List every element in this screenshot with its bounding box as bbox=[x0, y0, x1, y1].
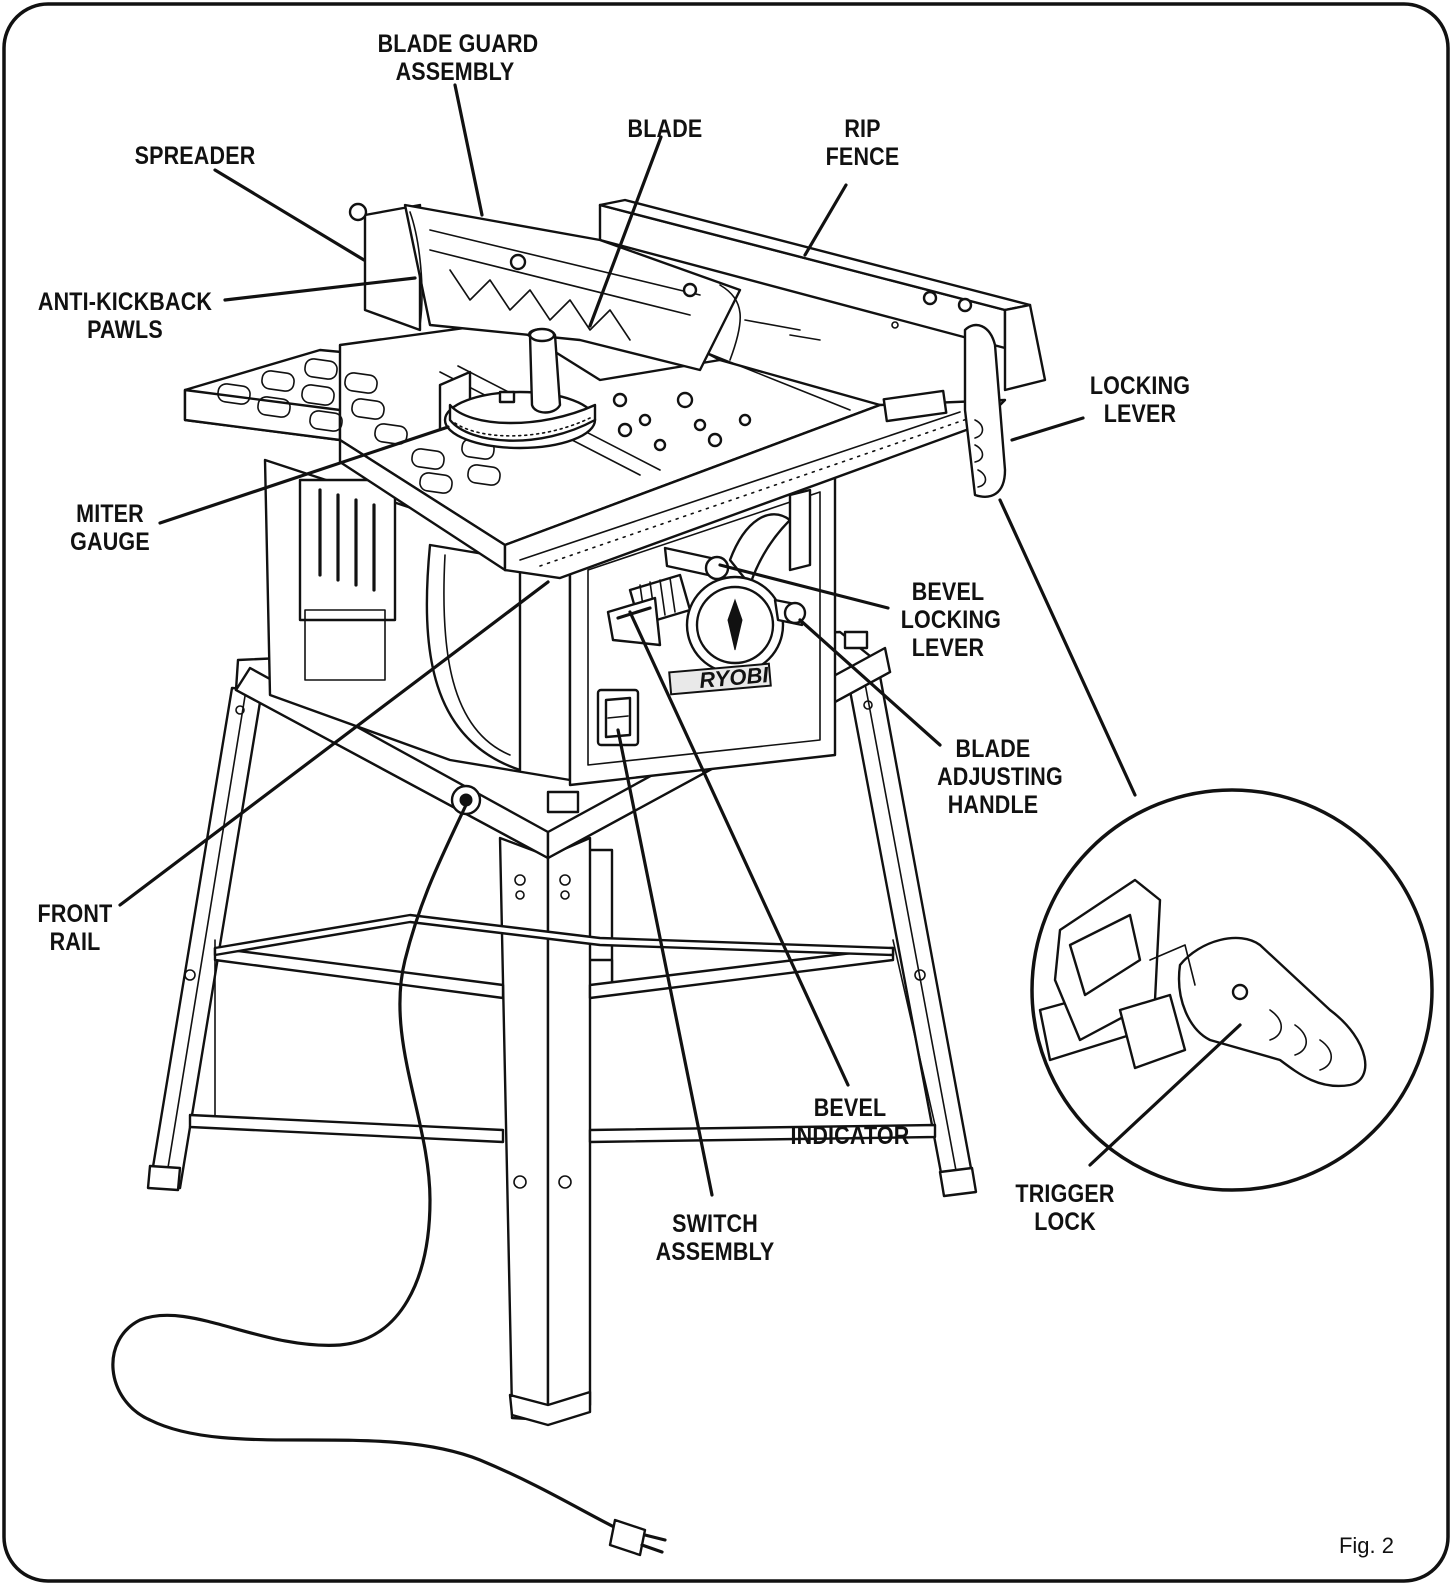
callout-trigger-lock: TRIGGER LOCK bbox=[1009, 1180, 1121, 1236]
callout-locking-lever: LOCKING LEVER bbox=[1084, 372, 1196, 428]
callout-text: RAIL bbox=[49, 928, 101, 956]
callout-text: LEVER bbox=[911, 634, 985, 662]
callout-blade: BLADE bbox=[618, 115, 713, 143]
callout-text: SPREADER bbox=[134, 142, 256, 170]
callout-text: BLADE bbox=[627, 115, 703, 143]
callout-text: RIP bbox=[844, 115, 881, 143]
power-cord bbox=[111, 803, 667, 1557]
callout-rip-fence: RIP FENCE bbox=[822, 115, 904, 171]
callout-text: PAWLS bbox=[87, 316, 163, 344]
callout-text: BEVEL bbox=[911, 578, 985, 606]
figure-number: Fig. 2 bbox=[1338, 1533, 1394, 1558]
callout-bevel-locking-lever: BEVEL LOCKING LEVER bbox=[900, 578, 1002, 662]
callout-text: BEVEL bbox=[813, 1094, 887, 1122]
callout-text: ANTI-KICKBACK bbox=[37, 288, 213, 316]
callout-text: TRIGGER bbox=[1015, 1180, 1115, 1208]
callout-text: HANDLE bbox=[947, 791, 1039, 819]
callout-text: LOCKING bbox=[900, 606, 1002, 634]
callout-text: INDICATOR bbox=[790, 1122, 910, 1150]
callout-text: ADJUSTING bbox=[937, 763, 1063, 791]
switch-part bbox=[596, 688, 640, 747]
callout-text: SWITCH bbox=[672, 1210, 758, 1238]
callout-blade-adjusting-handle: BLADE ADJUSTING HANDLE bbox=[937, 735, 1063, 819]
callout-text: FENCE bbox=[825, 143, 900, 171]
callout-blade-guard-assembly: BLADE GUARD ASSEMBLY bbox=[377, 30, 539, 86]
callout-bevel-indicator: BEVEL INDICATOR bbox=[786, 1094, 915, 1150]
miter-gauge-part bbox=[438, 327, 597, 450]
callout-text: LEVER bbox=[1103, 400, 1177, 428]
callout-text: MITER bbox=[76, 500, 144, 528]
callout-text: ASSEMBLY bbox=[395, 58, 515, 86]
callout-text: BLADE GUARD bbox=[377, 30, 539, 58]
callout-anti-kickback-pawls: ANTI-KICKBACK PAWLS bbox=[35, 288, 216, 344]
callout-text: LOCK bbox=[1034, 1208, 1096, 1236]
callout-spreader: SPREADER bbox=[131, 142, 260, 170]
stand-legs bbox=[146, 674, 978, 1427]
leader-lines bbox=[118, 83, 1242, 1197]
stand-stretchers bbox=[188, 913, 937, 1144]
callout-miter-gauge: MITER GAUGE bbox=[67, 500, 153, 556]
adjusting-handles bbox=[606, 546, 807, 696]
detail-inset bbox=[1030, 788, 1434, 1192]
callout-text: LOCKING bbox=[1089, 372, 1191, 400]
callout-switch-assembly: SWITCH ASSEMBLY bbox=[651, 1210, 780, 1266]
callout-text: BLADE bbox=[955, 735, 1031, 763]
blade-guard-part bbox=[348, 202, 742, 372]
callout-front-rail: FRONT RAIL bbox=[28, 900, 123, 956]
locking-lever-part bbox=[963, 323, 1007, 498]
callout-text: GAUGE bbox=[70, 528, 150, 556]
brand-logo: RYOBI bbox=[698, 662, 770, 693]
callout-text: ASSEMBLY bbox=[655, 1238, 775, 1266]
rip-fence-part bbox=[598, 198, 1047, 392]
callout-text: FRONT bbox=[37, 900, 113, 928]
